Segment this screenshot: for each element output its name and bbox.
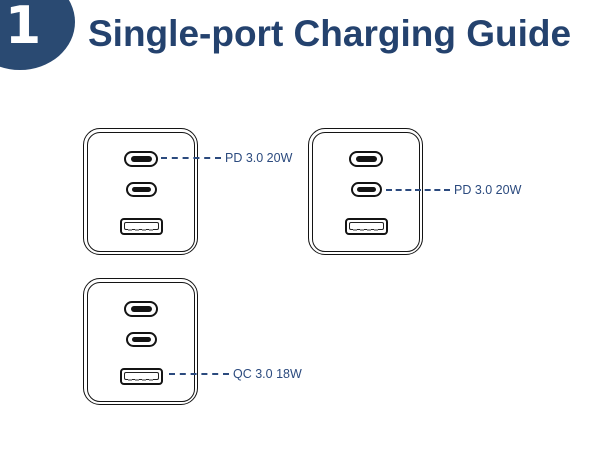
callout-dashed-line [386, 188, 450, 191]
usb-c-pin-bar [132, 186, 151, 193]
port-spec-label: PD 3.0 20W [225, 150, 293, 165]
charger-top-right [308, 128, 423, 255]
usb-c-pin-bar [130, 156, 152, 162]
usb-c-pin-bar [357, 186, 376, 193]
port-spec-label: PD 3.0 20W [454, 182, 522, 197]
usb-c-pin-bar [355, 156, 377, 162]
usb-c-port-1-icon [124, 301, 158, 317]
callout-charger3-usba: QC 3.0 18W [169, 366, 302, 381]
step-number-badge: 1 [0, 0, 75, 70]
charger-body-outline [86, 281, 195, 402]
usb-a-pins [128, 228, 156, 231]
usb-c-port-2-icon [126, 182, 157, 197]
callout-charger1-usbc1: PD 3.0 20W [161, 150, 292, 165]
charger-top-left [83, 128, 198, 255]
usb-c-pin-bar [132, 336, 151, 343]
usb-a-port-icon [345, 218, 388, 235]
callout-dashed-line [161, 156, 221, 159]
port-spec-label: QC 3.0 18W [233, 366, 302, 381]
usb-c-port-2-icon [126, 332, 157, 347]
usb-a-port-icon [120, 368, 163, 385]
usb-c-port-1-icon [349, 151, 383, 167]
usb-c-port-2-icon [351, 182, 382, 197]
charger-body-outline [311, 131, 420, 252]
usb-a-pins [128, 378, 156, 381]
usb-a-pins [353, 228, 381, 231]
charger-bottom-left [83, 278, 198, 405]
usb-a-port-icon [120, 218, 163, 235]
usb-c-pin-bar [130, 306, 152, 312]
callout-dashed-line [169, 372, 229, 375]
usb-c-port-1-icon [124, 151, 158, 167]
page-title: Single-port Charging Guide [88, 13, 572, 54]
charger-body-outline [86, 131, 195, 252]
step-number: 1 [5, 0, 42, 56]
callout-charger2-usbc2: PD 3.0 20W [386, 182, 521, 197]
